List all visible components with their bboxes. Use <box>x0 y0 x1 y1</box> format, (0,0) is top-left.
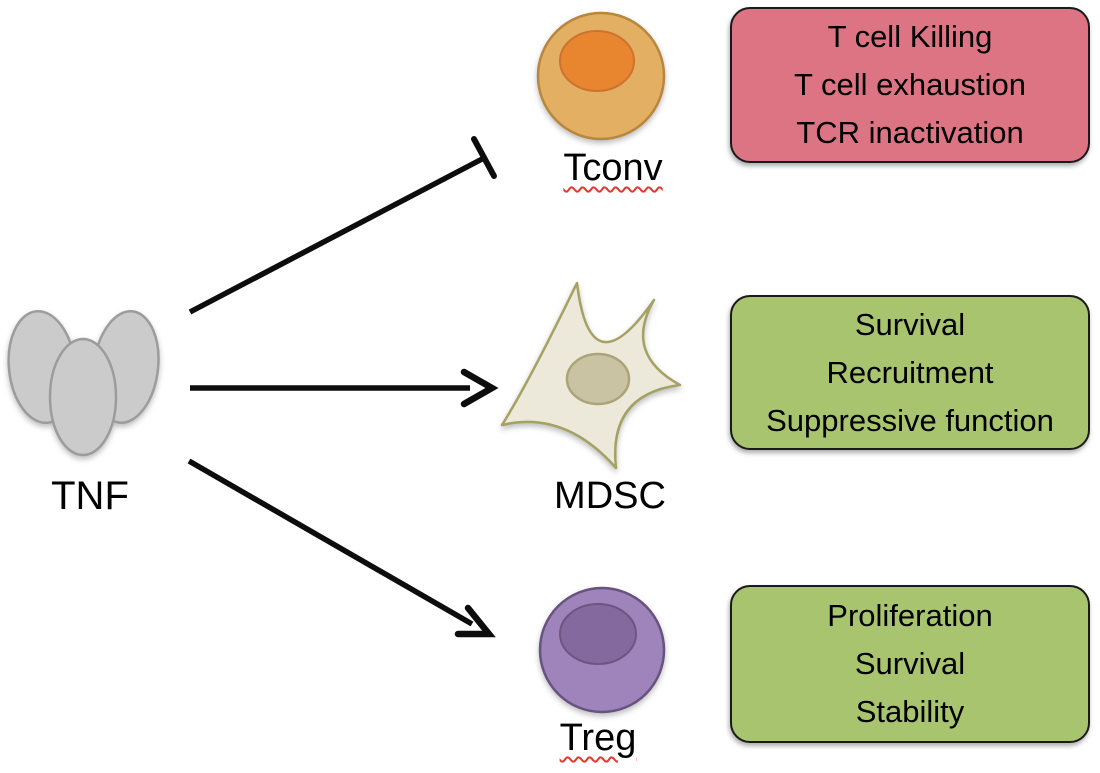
tconv-effects-box: T cell Killing T cell exhaustion TCR ina… <box>730 7 1090 163</box>
arrowhead-icon <box>454 604 496 638</box>
effect-line: T cell exhaustion <box>793 67 1027 102</box>
effect-line: Recruitment <box>826 354 994 390</box>
mdsc-cell-shape <box>500 281 682 470</box>
tnf-label: TNF <box>51 472 129 520</box>
mdsc-effects-box: Survival Recruitment Suppressive functio… <box>730 295 1090 450</box>
arrowhead-icon <box>460 368 499 408</box>
tnf-monomer-front <box>48 337 118 457</box>
tconv-cell-shape <box>536 11 666 141</box>
tconv-nucleus <box>559 30 635 92</box>
tnf-label-text: TNF <box>51 474 129 518</box>
treg-effects-box: Proliferation Survival Stability <box>730 585 1090 743</box>
effect-line: Survival <box>854 646 966 681</box>
mdsc-label-text: MDSC <box>554 475 666 517</box>
effect-line: Proliferation <box>827 598 993 633</box>
tconv-label: Tconv <box>563 146 662 192</box>
mdsc-nucleus <box>565 352 631 406</box>
tnf-trimer-shape <box>7 309 160 457</box>
mdsc-label: MDSC <box>554 474 666 520</box>
effect-line: T cell Killing <box>827 19 993 54</box>
activation-arrow-treg <box>187 458 496 638</box>
activation-arrow-mdsc <box>190 368 499 408</box>
effect-line: Stability <box>855 694 965 729</box>
inhibition-arrow-shaft <box>188 155 486 315</box>
treg-label: Treg <box>560 716 637 762</box>
treg-nucleus <box>559 603 637 665</box>
treg-cell-shape <box>538 586 666 714</box>
inhibition-bar <box>471 136 497 179</box>
effect-line: TCR inactivation <box>796 115 1024 150</box>
tconv-label-text: Tconv <box>563 147 663 189</box>
activation-arrow-treg-shaft <box>187 458 474 627</box>
effect-line: Suppressive function <box>766 402 1054 438</box>
effect-line: Survival <box>854 306 966 342</box>
inhibition-arrow-tconv <box>188 136 497 315</box>
treg-label-text: Treg <box>559 717 637 759</box>
